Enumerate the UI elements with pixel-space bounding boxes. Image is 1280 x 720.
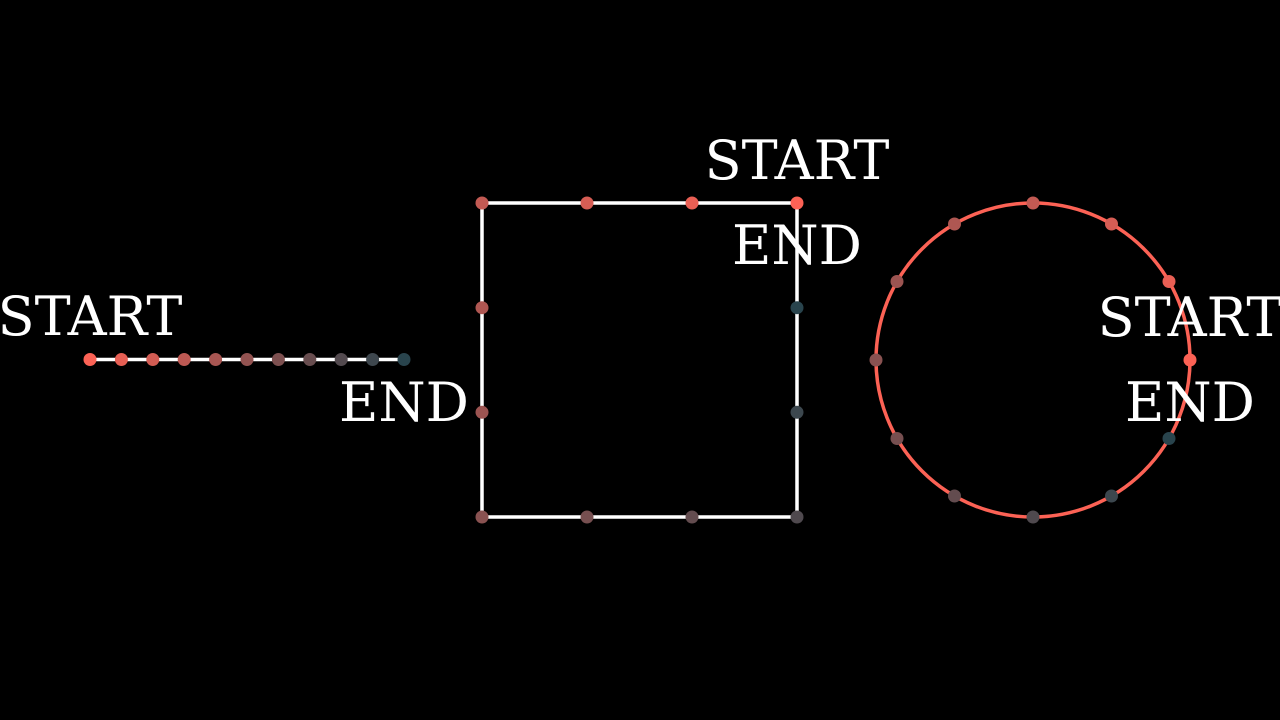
circle-dots [869,196,1197,524]
line-dot [366,353,380,366]
circle-dot [1162,432,1176,445]
line-dot [209,353,223,366]
square-end-label: END [732,214,862,277]
circle-dot [1162,275,1176,288]
square-dot [475,405,489,419]
line-shape: START END [0,285,469,434]
line-dots [83,353,411,366]
circle-end-label: END [1125,371,1255,434]
line-dot [240,353,254,366]
circle-dot [1026,196,1040,210]
square-dot [475,196,489,210]
square-dot [790,196,804,210]
square-start-label: START [705,129,890,192]
circle-dot [890,275,904,288]
square-dot [685,196,699,210]
square-dot [685,510,699,524]
line-dot [83,353,97,366]
circle-dot [948,489,961,503]
line-dot [177,353,191,366]
square-dot [790,405,804,419]
circle-dot [869,353,883,367]
line-dot [397,353,411,366]
square-dot [475,510,489,524]
line-dot [114,353,128,366]
square-dot [790,301,804,315]
line-dot [303,353,317,366]
square-dot [475,301,489,315]
circle-dot [1105,217,1118,231]
square-shape: START END [475,129,890,524]
square-dots [475,196,804,524]
circle-shape: START END [869,196,1280,524]
circle-dot [1105,489,1118,503]
circle-dot [1026,510,1040,524]
square-dot [580,196,594,210]
square-dot [790,510,804,524]
line-start-label: START [0,285,182,348]
line-dot [334,353,348,366]
square-dot [580,510,594,524]
circle-dot [1183,353,1197,367]
line-dot [271,353,285,366]
line-dot [146,353,160,366]
circle-dot [948,217,961,231]
circle-dot [890,432,904,445]
line-end-label: END [339,371,469,434]
circle-start-label: START [1098,286,1280,349]
